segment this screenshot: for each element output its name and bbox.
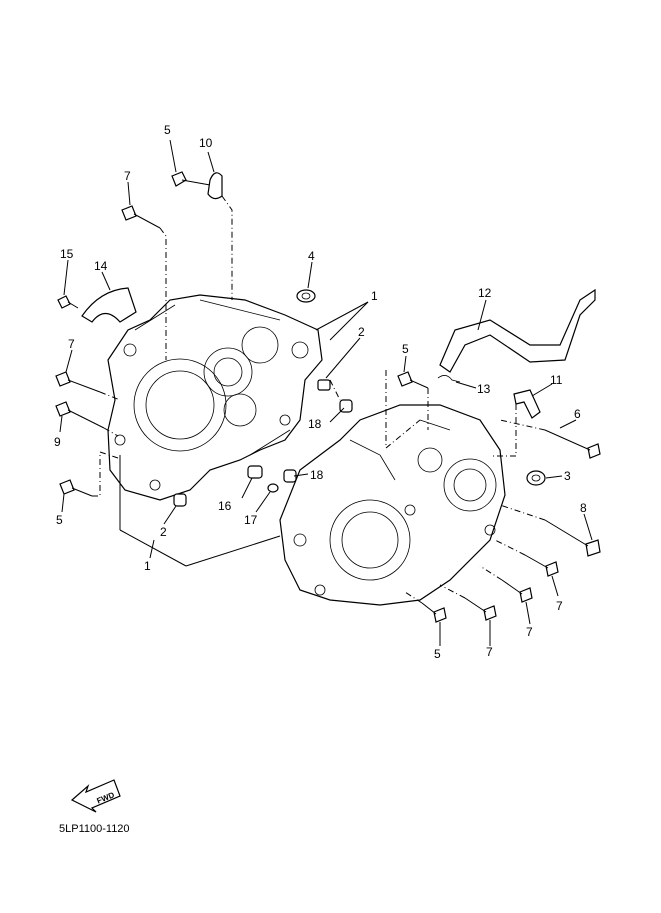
callout-7-bottom: 7 [486,645,493,659]
callout-12: 12 [478,286,492,300]
callout-16: 16 [218,499,232,513]
bolts [55,171,601,623]
fwd-arrow: FWD [70,779,121,813]
diagram-code: 5LP1100-1120 [59,823,130,835]
callout-3: 3 [564,469,571,483]
leader-lines [59,139,593,646]
callout-18-upper: 18 [308,417,322,431]
callout-6: 6 [574,407,581,421]
callout-7-right-2: 7 [526,625,533,639]
callout-5-bottom: 5 [434,647,441,661]
callout-2-top: 2 [358,325,365,339]
breather-hose [439,288,596,373]
left-crankcase [107,294,323,501]
callout-15: 15 [60,247,74,261]
callout-10: 10 [199,136,213,150]
callout-7-top: 7 [124,169,131,183]
assembly-lines [92,195,546,604]
callout-5-top: 5 [164,123,171,137]
callout-5-mid: 5 [402,342,409,356]
callout-14: 14 [94,259,108,273]
callout-8: 8 [580,501,587,515]
callout-11: 11 [550,373,563,387]
callout-13: 13 [477,382,491,396]
callout-1-top: 1 [371,289,378,303]
callout-5-left: 5 [56,513,63,527]
callout-7-left: 7 [68,337,75,351]
callout-18-lower: 18 [310,468,324,482]
callout-9: 9 [54,435,61,449]
callout-4: 4 [308,249,315,263]
callout-7-right: 7 [556,599,563,613]
callout-labels: 5 10 7 4 1 15 14 12 2 7 5 13 11 9 18 6 3… [54,123,587,661]
callout-2-bottom: 2 [160,525,167,539]
right-crankcase [279,404,506,606]
callout-17: 17 [244,513,258,527]
callout-1-bottom: 1 [144,559,151,573]
